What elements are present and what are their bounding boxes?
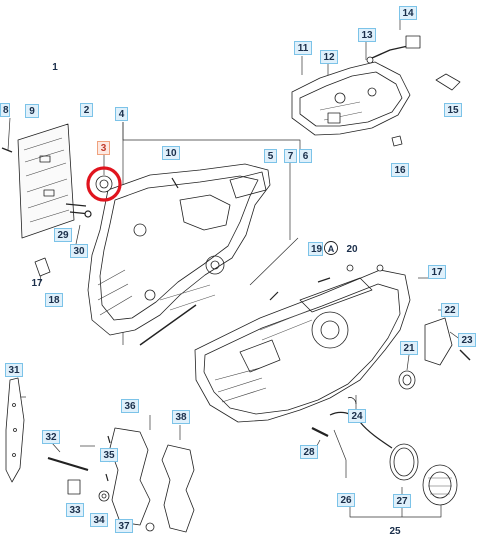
crankcase-left-half [87,163,271,346]
part-label-38[interactable]: 38 [172,410,190,424]
part-label-12[interactable]: 12 [320,50,338,64]
part-label-13[interactable]: 13 [358,28,376,42]
part-label-30[interactable]: 30 [70,244,88,258]
part-label-8[interactable]: 8 [0,103,10,117]
part-label-3[interactable]: 3 [97,141,110,155]
highlighted-bushing-part [86,166,122,202]
small-bolts-left [65,177,179,218]
small-bracket-left [34,257,51,277]
chain-guide-strip [5,377,25,483]
part-label-20[interactable]: 20 [346,244,358,255]
part-label-33[interactable]: 33 [66,503,84,517]
part-label-24[interactable]: 24 [348,409,366,423]
part-label-5[interactable]: 5 [264,149,277,163]
part-label-17-right[interactable]: 17 [428,265,446,279]
bracket-parts-bottom [105,427,195,533]
part-label-28[interactable]: 28 [300,445,318,459]
part-label-16[interactable]: 16 [391,163,409,177]
part-label-10[interactable]: 10 [162,146,180,160]
part-label-25[interactable]: 25 [389,526,401,537]
side-cover-right [424,317,471,366]
part-label-35[interactable]: 35 [100,448,118,462]
part-label-1[interactable]: 1 [52,62,58,73]
part-label-7[interactable]: 7 [284,149,297,163]
screw-part [1,147,13,153]
part-label-29[interactable]: 29 [54,228,72,242]
part-label-4[interactable]: 4 [115,107,128,121]
part-label-14[interactable]: 14 [399,6,417,20]
carburetor-bracket [291,61,411,136]
part-label-26[interactable]: 26 [337,493,355,507]
bolt-part [311,427,329,437]
nut-part [391,135,403,147]
highlight-ring [86,166,122,202]
part-label-37[interactable]: 37 [115,519,133,533]
small-fasteners-center [317,264,354,283]
part-label-2[interactable]: 2 [80,103,93,117]
bolt-washer-nut-set [47,456,110,502]
part-label-23[interactable]: 23 [458,333,476,347]
side-cover-plate [17,123,75,239]
callout-label-a[interactable]: A [327,244,335,254]
part-label-27[interactable]: 27 [393,494,411,508]
part-label-36[interactable]: 36 [121,399,139,413]
part-label-6[interactable]: 6 [299,149,312,163]
part-label-22[interactable]: 22 [441,303,459,317]
callout-circle-a [324,241,338,255]
crankcase-right-half [194,264,411,423]
fuel-cap-assembly [389,443,458,506]
part-label-15[interactable]: 15 [444,103,462,117]
part-label-17-left[interactable]: 17 [31,278,43,289]
part-label-9[interactable]: 9 [25,104,39,118]
part-label-19[interactable]: 19 [308,242,323,256]
throttle-cable [366,35,421,64]
part-label-32[interactable]: 32 [42,430,60,444]
part-label-31[interactable]: 31 [5,363,23,377]
oil-seal [398,370,416,390]
part-label-11[interactable]: 11 [294,41,312,55]
clip-part [435,73,461,91]
part-label-21[interactable]: 21 [400,341,418,355]
part-label-18[interactable]: 18 [45,293,63,307]
part-label-34[interactable]: 34 [90,513,108,527]
